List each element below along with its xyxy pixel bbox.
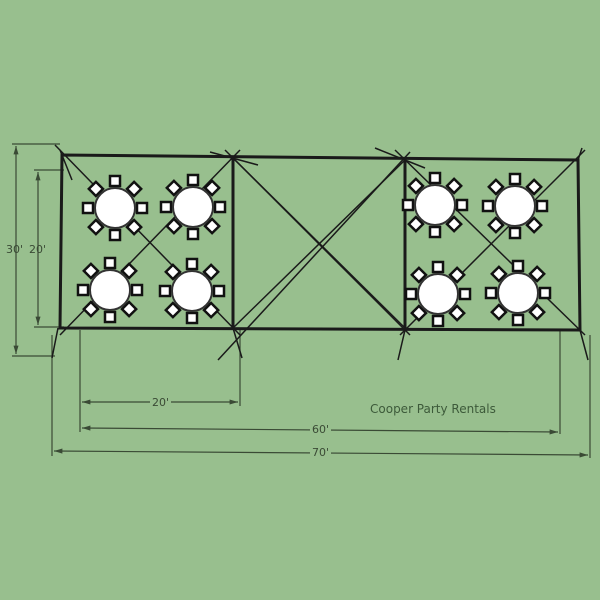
chair	[508, 172, 522, 186]
chair	[448, 266, 466, 284]
chair	[525, 216, 543, 234]
chair	[407, 215, 425, 233]
table-top	[89, 269, 131, 311]
chair	[82, 300, 100, 318]
chair	[431, 314, 445, 328]
chair	[120, 300, 138, 318]
chair	[185, 257, 199, 271]
chair	[213, 200, 227, 214]
chair	[81, 201, 95, 215]
chair	[186, 173, 200, 187]
chair	[130, 283, 144, 297]
chair	[487, 216, 505, 234]
table-top	[172, 186, 214, 228]
tent-frame	[51, 144, 589, 361]
brand-label: Cooper Party Rentals	[370, 402, 496, 416]
round-table	[481, 172, 549, 240]
chair	[428, 225, 442, 239]
table-top	[94, 187, 136, 229]
chair	[528, 303, 546, 321]
chair	[185, 311, 199, 325]
chair	[410, 304, 428, 322]
round-table	[401, 171, 469, 239]
chair	[125, 180, 143, 198]
chair	[410, 266, 428, 284]
chair	[165, 217, 183, 235]
dim-60-label: 60'	[310, 423, 332, 436]
chair	[431, 260, 445, 274]
chair	[445, 177, 463, 195]
chair	[445, 215, 463, 233]
chair	[528, 265, 546, 283]
chair	[108, 228, 122, 242]
chair	[87, 180, 105, 198]
chair	[125, 218, 143, 236]
round-table	[404, 260, 472, 328]
chair	[458, 287, 472, 301]
chair	[535, 199, 549, 213]
chair	[490, 303, 508, 321]
chair	[202, 301, 220, 319]
chair	[164, 301, 182, 319]
dim-30-label: 30'	[6, 243, 24, 256]
round-table	[81, 174, 149, 242]
round-table	[484, 259, 552, 327]
chair	[404, 287, 418, 301]
chair	[481, 199, 495, 213]
chair	[508, 226, 522, 240]
chair	[511, 259, 525, 273]
chair	[511, 313, 525, 327]
table-top	[497, 272, 539, 314]
chair	[159, 200, 173, 214]
chair	[76, 283, 90, 297]
chair	[448, 304, 466, 322]
chair	[120, 262, 138, 280]
dim-70-label: 70'	[310, 446, 332, 459]
chair	[158, 284, 172, 298]
round-table	[158, 257, 226, 325]
chair	[538, 286, 552, 300]
chair	[484, 286, 498, 300]
round-table	[76, 256, 144, 324]
chair	[103, 310, 117, 324]
chair	[428, 171, 442, 185]
chair	[202, 263, 220, 281]
chair	[135, 201, 149, 215]
chair	[525, 178, 543, 196]
chair	[87, 218, 105, 236]
chair	[487, 178, 505, 196]
table-top	[494, 185, 536, 227]
chair	[455, 198, 469, 212]
chair	[186, 227, 200, 241]
dim-20-horizontal-label: 20'	[150, 396, 172, 409]
chair	[203, 179, 221, 197]
chair	[108, 174, 122, 188]
chair	[212, 284, 226, 298]
table-top	[417, 273, 459, 315]
chair	[82, 262, 100, 280]
chair	[490, 265, 508, 283]
chair	[165, 179, 183, 197]
chair	[401, 198, 415, 212]
table-top	[171, 270, 213, 312]
round-table	[159, 173, 227, 241]
dim-20-vertical-label: 20'	[29, 243, 47, 256]
chair	[103, 256, 117, 270]
chair	[407, 177, 425, 195]
tables	[76, 171, 552, 328]
table-top	[414, 184, 456, 226]
chair	[164, 263, 182, 281]
chair	[203, 217, 221, 235]
